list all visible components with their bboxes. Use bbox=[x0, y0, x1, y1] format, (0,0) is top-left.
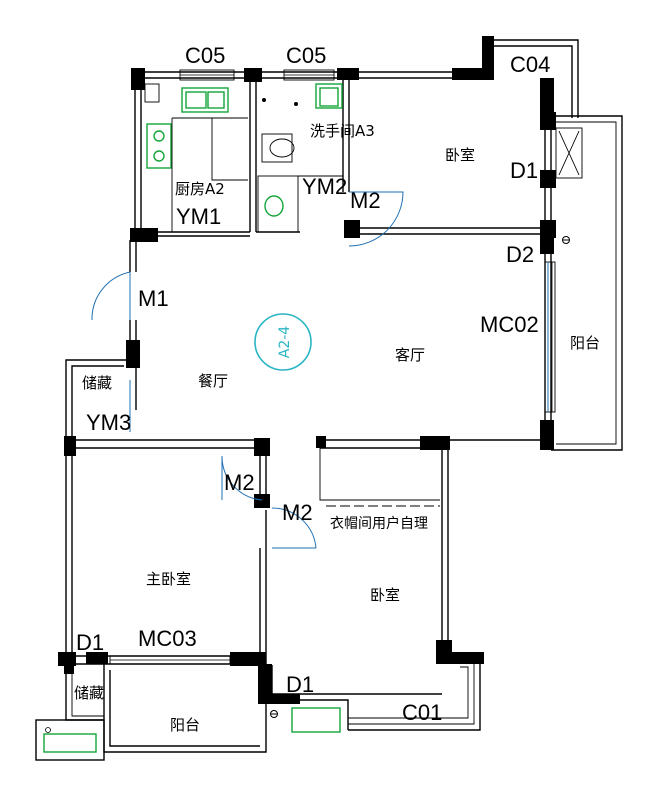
unit-tag-label: A2-4 bbox=[277, 326, 293, 359]
code-m2-master: M2 bbox=[224, 470, 255, 495]
code-ym1: YM1 bbox=[176, 204, 221, 229]
code-d2: D2 bbox=[506, 242, 534, 267]
windows bbox=[109, 69, 556, 665]
code-c04: C04 bbox=[510, 52, 550, 77]
code-ym3: YM3 bbox=[86, 410, 131, 435]
code-c05-left: C05 bbox=[185, 43, 225, 68]
room-living: 客厅 bbox=[395, 346, 425, 364]
drain-symbols bbox=[270, 236, 570, 718]
columns bbox=[58, 36, 556, 704]
code-m2-bed: M2 bbox=[282, 500, 313, 525]
code-mc03: MC03 bbox=[138, 626, 197, 651]
room-labels: 卧室 厨房A2 洗手间A3 客厅 餐厅 阳台 储藏 主卧室 卧室 衣帽间用户自理… bbox=[74, 122, 600, 734]
room-kitchen: 厨房A2 bbox=[175, 180, 225, 198]
component-codes: C05 C05 C04 D1 D2 YM2 M2 YM1 M1 MC02 YM3… bbox=[76, 43, 550, 725]
room-balcony-s: 阳台 bbox=[170, 716, 200, 734]
room-storage-w: 储藏 bbox=[82, 374, 112, 392]
bathroom-fixtures bbox=[257, 83, 343, 233]
unit-tag: A2-4 bbox=[254, 313, 312, 371]
room-bathroom: 洗手间A3 bbox=[310, 122, 375, 140]
room-dining: 餐厅 bbox=[198, 372, 228, 390]
code-c05-right: C05 bbox=[286, 43, 326, 68]
ac-units bbox=[43, 127, 583, 753]
doors bbox=[91, 191, 404, 549]
code-d1-ne: D1 bbox=[510, 158, 538, 183]
code-c01: C01 bbox=[402, 700, 442, 725]
code-d1-s: D1 bbox=[286, 672, 314, 697]
room-bedroom-s: 卧室 bbox=[370, 586, 400, 604]
room-storage-sw: 储藏 bbox=[74, 684, 104, 702]
kitchen-fixtures bbox=[144, 83, 248, 232]
code-mc02: MC02 bbox=[480, 312, 539, 337]
code-m1: M1 bbox=[138, 286, 169, 311]
code-m2-top: M2 bbox=[350, 188, 381, 213]
room-balcony-e: 阳台 bbox=[570, 334, 600, 352]
code-ym2: YM2 bbox=[302, 174, 347, 199]
room-bedroom-ne: 卧室 bbox=[445, 146, 475, 164]
room-master: 主卧室 bbox=[146, 570, 191, 588]
code-d1-sw: D1 bbox=[76, 630, 104, 655]
walls bbox=[35, 39, 623, 761]
room-wardrobe-note: 衣帽间用户自理 bbox=[330, 515, 428, 532]
